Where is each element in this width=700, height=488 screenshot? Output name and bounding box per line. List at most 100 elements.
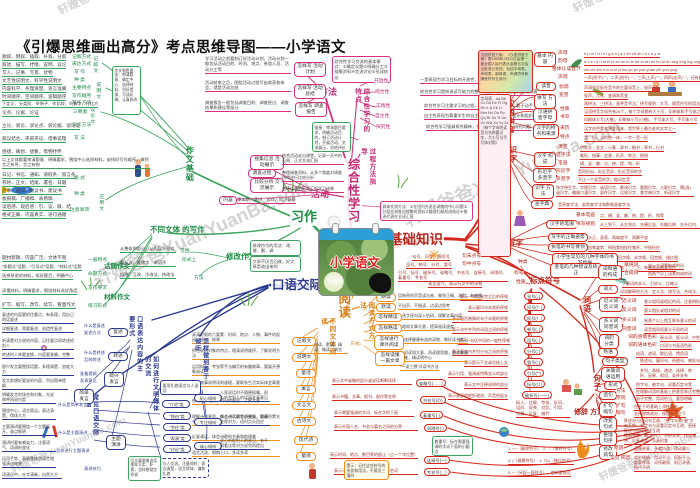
map-node-box: 提示：记住这些符号的形状和用法，不要丢三落四 bbox=[344, 460, 389, 481]
map-node-leaf: 音序查字法、部首查字法和数笔画查字法 bbox=[558, 202, 630, 209]
map-node-cat: 记叙文 bbox=[91, 56, 98, 78]
map-node-leaf: 启事、通知、倡议书、建议书 bbox=[2, 188, 62, 196]
map-node-sec: 汉语拼音 bbox=[506, 100, 516, 134]
map-node-pill: 专注倾听 bbox=[194, 418, 222, 427]
map-node-pill: 连接号(—) bbox=[424, 456, 450, 465]
map-node-cat: 写作方法 bbox=[72, 101, 92, 108]
map-node-leaf: 把字句、被字句、双重否定句等 bbox=[636, 382, 692, 389]
map-node-cat: 说明文 bbox=[94, 82, 101, 104]
flame-icon bbox=[577, 440, 590, 458]
map-node-cat: 怎样转述 bbox=[84, 357, 101, 363]
map-node-cat: 声调 bbox=[558, 75, 568, 82]
map-node-leaf: 5. ⌐（另起一段符号），使用要规范 bbox=[508, 470, 571, 477]
map-node-main: 基础知识 bbox=[388, 231, 444, 249]
map-node-box: 链接：审清题目要求，明确活动目的，制订活动计划，开展活动，交流展示，总结评价 bbox=[312, 122, 351, 153]
map-node-pill: 引号(“”) bbox=[524, 369, 544, 378]
map-node-pill: 专名号(﹏) bbox=[424, 468, 450, 477]
map-node-leaf: 扩写、缩写、改写、续写、看图作文 bbox=[2, 302, 76, 310]
map-node-leaf: 表示引用、强调或特殊含义的部分 bbox=[448, 371, 508, 378]
map-node-pill: 耐心倾听 bbox=[194, 394, 222, 403]
map-node-leaf: 了解词的本义、引申义、比喻义 bbox=[622, 281, 678, 288]
map-node-cat: 种类 bbox=[518, 260, 528, 267]
calendar-ring bbox=[332, 223, 339, 234]
map-node-leaf: 即兴发言要围绕话题，条理清楚，态度大方 bbox=[2, 364, 74, 376]
map-node-leaf: 表示需要强调的字词，标在字的下面 bbox=[334, 410, 414, 417]
map-node-box: 文章不厌百回改，好文章是改出来的 bbox=[250, 256, 301, 272]
map-node-cat: 练习形式 bbox=[88, 304, 108, 311]
map-node-leaf: 立论、驳论、驳论点、驳论据、驳论证 bbox=[2, 123, 81, 131]
map-node-leaf: 有两个以上相互联系意义的词 bbox=[644, 318, 696, 325]
map-node-leaf: 围绕中心，语言简洁，表达清楚、得体大方 bbox=[2, 408, 56, 420]
map-node-leaf: 粗知文章大意，提高阅读速度 bbox=[402, 324, 454, 331]
map-node-leaf: 表示一句话说完之后的停顿 bbox=[460, 294, 508, 301]
bird-shape bbox=[369, 273, 391, 293]
map-node-cat: 三要素 bbox=[73, 110, 88, 117]
map-node-cat: 准备提纲 bbox=[80, 371, 97, 377]
map-node-leaf: 称呼、正文、结尾、署名、日期 bbox=[2, 180, 67, 188]
map-node-cat: 开放性 bbox=[374, 79, 389, 86]
map-node-leaf: 熟字带生字、字理识字、谜语识字、歌诀识字、看图识字、儿歌识字、猜(画)谜识字、编… bbox=[556, 185, 694, 197]
map-node-cat: 什么是转述 bbox=[84, 350, 105, 356]
map-node-pill: 形式 bbox=[604, 381, 622, 391]
map-node-leaf: 听人讲话要专心致志，眼睛注视对方，适时点头回应 bbox=[220, 414, 270, 426]
map-node-pill: 怎样写 活动计划 bbox=[294, 62, 326, 78]
map-node-pill: 破折号(——) bbox=[522, 391, 552, 400]
map-node-cat: 发表意见 bbox=[80, 378, 97, 384]
map-node-sec: 不同文体阅读 bbox=[319, 318, 335, 356]
map-node-cat: 性质 bbox=[516, 280, 526, 287]
map-node-leaf: 田字格、米字格、回宫格、描红格 bbox=[618, 255, 678, 262]
maple-leaf-icon bbox=[662, 400, 684, 422]
map-node-leaf: 遵循原意，多就少改，改动最少 bbox=[634, 446, 690, 453]
map-node-sec: 修辞 方法 bbox=[574, 409, 604, 416]
map-node-leaf: 声调符号标在音节的主要母音上，轻声不标 bbox=[584, 85, 660, 92]
map-node-leaf: 引号、括号、破折号、省略号、书名号、连接号、间隔号、着重号、专名号 bbox=[398, 270, 508, 283]
map-node-pill: 现代诗 bbox=[294, 436, 318, 446]
map-node-leaf: 结合活动走出课堂，记录一天中的见闻，正式交流汇报 bbox=[282, 153, 344, 165]
boy-icon bbox=[309, 463, 316, 479]
map-node-box: 字母表：Aa Bb Cc Dd Ee Ff Gg Hh Ii Jj Kk Ll … bbox=[478, 94, 511, 257]
map-node-leaf: 陈述句与反问句互改、“把”字句和“被”字句互换、肯定句与双重否定句互改、直接叙述… bbox=[624, 418, 696, 436]
map-node-leaf: zhi chi shi ri zi ci si yi wu yu ye yue … bbox=[584, 67, 678, 74]
map-node-pill: 写字的正确姿势 bbox=[548, 233, 588, 243]
map-node-leaf: 自改、互改、冷改法、热改法 bbox=[120, 272, 176, 279]
map-node-leaf: 语速适中，吐字清晰，自然大方 bbox=[2, 472, 62, 479]
map-node-pill: 近义词 反义词 bbox=[599, 297, 623, 313]
map-node-leaf: 表示时间、地点、数目等的起止（占一个字位置） bbox=[330, 452, 418, 459]
map-node-sec: 识字 bbox=[508, 146, 518, 163]
map-node-leaf: 写人、记事、写景、状物 bbox=[2, 70, 53, 78]
map-node-leaf: 下定义、分类别、举例子、作比较、列数字、打比方 bbox=[2, 101, 99, 108]
map-node-leaf: a o e i u ü ai ei ui ao ou iu ie üe er a… bbox=[584, 59, 700, 66]
map-node-sec: 写字 bbox=[508, 238, 523, 247]
map-node-cat: 复述方式 bbox=[84, 330, 101, 336]
map-node-pill: “讨论”类 bbox=[163, 445, 191, 454]
map-node-pill: 查字典 bbox=[531, 200, 553, 210]
map-node-leaf: 人家说话时不随便插嘴，耐心听完别人的话再发表意见 bbox=[220, 390, 270, 402]
map-node-sec: 怎样做到善于倾听 bbox=[193, 338, 208, 380]
map-node-pill: 比较分析 交流展示 bbox=[250, 178, 284, 194]
map-node-leaf: 意义相同或相近的词，注意辨析运用 bbox=[644, 299, 700, 306]
map-node-cat: 基本笔画 bbox=[576, 213, 596, 220]
map-node-leaf: 活动结束之后，围绕活动过程写出收获和体会，就是活动总结 bbox=[205, 80, 291, 93]
map-node-pill: 默读 bbox=[376, 303, 396, 313]
map-node-leaf: 表示疑问句末尾的停顿 bbox=[468, 305, 508, 312]
map-node-leaf: 两拼法、三拼法、直呼音节法；拼写规则：大写、隔音符号的用法 bbox=[584, 101, 700, 108]
map-node-cat: 写 法 bbox=[74, 136, 85, 143]
map-node-pill: 问号(？) bbox=[524, 303, 546, 312]
map-node-leaf: 词语解释的方法：定义法、描写法、合成法、反义否定法 bbox=[620, 289, 700, 296]
map-node-leaf: 拟人、比喻、夸张、反问、设问、双关、对比、引用、对偶、反复、借代 bbox=[516, 400, 570, 418]
map-node-pill: 着重号(·) bbox=[420, 411, 443, 420]
map-node-cat: 标号 bbox=[514, 271, 524, 278]
map-node-leaf: 选择适合的形式汇报学习成果 bbox=[282, 186, 344, 193]
map-node-leaf: 表示书籍、文章、报刊、剧作等名称 bbox=[332, 394, 412, 401]
map-node-pill: 顿号(、) bbox=[524, 325, 544, 334]
map-node-leaf: 听清楚对方说的内容，记住要点再转述给别人 bbox=[2, 338, 74, 350]
map-node-leaf: 象形、指事、会意、形声、转注、假借 bbox=[580, 153, 648, 160]
map-node-pill: 汉字的特 点和来源 bbox=[533, 124, 559, 140]
map-node-cat: 什么是复述 bbox=[84, 323, 105, 329]
map-node-leaf: 文艺性说明文、科学性说明文 bbox=[2, 78, 62, 86]
map-node-cat: 声母 bbox=[558, 51, 568, 58]
map-node-pill: 怎样读懂 一篇文章 bbox=[375, 351, 405, 367]
map-node-pill: “交往”类 bbox=[163, 423, 191, 432]
map-node-leaf: 表示文中注释说明的部分 bbox=[464, 382, 508, 389]
map-node-pill: 分号(；) bbox=[524, 347, 544, 356]
